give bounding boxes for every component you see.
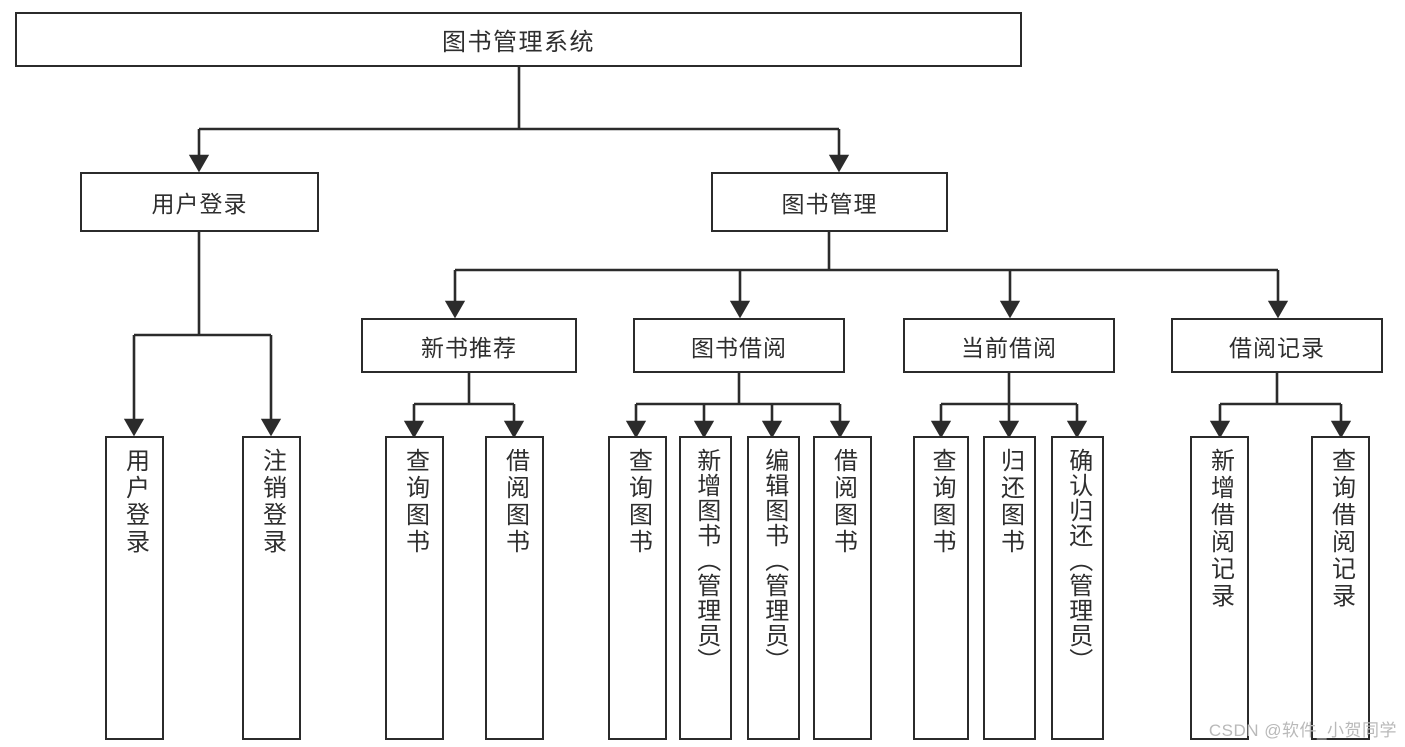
node-book-borrow-label: 图书借阅 bbox=[691, 334, 787, 361]
node-new-book-rec-label: 新书推荐 bbox=[421, 334, 517, 361]
node-leaf-user-logout-label: 注销登录 bbox=[258, 448, 286, 556]
node-leaf-query-book-3[interactable]: 查询图书 bbox=[913, 436, 969, 740]
node-leaf-edit-book[interactable]: 编辑图书（管理员） bbox=[747, 436, 800, 740]
watermark: CSDN @软件_小贺同学 bbox=[1208, 721, 1397, 740]
node-leaf-borrow-book-2-label: 借阅图书 bbox=[829, 448, 857, 556]
node-leaf-query-book-1-label: 查询图书 bbox=[401, 448, 429, 556]
node-leaf-query-book-2-label: 查询图书 bbox=[624, 448, 652, 556]
node-leaf-add-record-label: 新增借阅记录 bbox=[1206, 448, 1234, 610]
node-borrow-record-label: 借阅记录 bbox=[1229, 334, 1325, 361]
node-leaf-user-login[interactable]: 用户登录 bbox=[105, 436, 164, 740]
node-leaf-return-book-label: 归还图书 bbox=[996, 448, 1024, 556]
node-leaf-borrow-book-1[interactable]: 借阅图书 bbox=[485, 436, 544, 740]
node-user-login-label: 用户登录 bbox=[151, 191, 248, 217]
node-leaf-query-book-1[interactable]: 查询图书 bbox=[385, 436, 444, 740]
node-book-manage[interactable]: 图书管理 bbox=[711, 172, 948, 232]
node-leaf-query-book-3-label: 查询图书 bbox=[927, 448, 955, 556]
node-leaf-add-book[interactable]: 新增图书（管理员） bbox=[679, 436, 732, 740]
node-leaf-borrow-book-1-label: 借阅图书 bbox=[501, 448, 529, 556]
node-leaf-edit-book-label: 编辑图书（管理员） bbox=[760, 448, 788, 673]
node-user-login[interactable]: 用户登录 bbox=[80, 172, 319, 232]
node-leaf-confirm-return[interactable]: 确认归还（管理员） bbox=[1051, 436, 1104, 740]
node-leaf-query-record[interactable]: 查询借阅记录 bbox=[1311, 436, 1370, 740]
node-current-borrow-label: 当前借阅 bbox=[961, 334, 1057, 361]
node-book-borrow[interactable]: 图书借阅 bbox=[633, 318, 845, 373]
node-leaf-user-login-label: 用户登录 bbox=[121, 448, 149, 556]
node-leaf-query-book-2[interactable]: 查询图书 bbox=[608, 436, 667, 740]
node-leaf-add-book-label: 新增图书（管理员） bbox=[692, 448, 720, 673]
node-leaf-return-book[interactable]: 归还图书 bbox=[983, 436, 1036, 740]
node-leaf-confirm-return-label: 确认归还（管理员） bbox=[1064, 448, 1092, 673]
node-book-manage-label: 图书管理 bbox=[781, 191, 878, 217]
node-borrow-record[interactable]: 借阅记录 bbox=[1171, 318, 1383, 373]
node-leaf-user-logout[interactable]: 注销登录 bbox=[242, 436, 301, 740]
node-root-label: 图书管理系统 bbox=[442, 29, 595, 56]
node-leaf-add-record[interactable]: 新增借阅记录 bbox=[1190, 436, 1249, 740]
node-current-borrow[interactable]: 当前借阅 bbox=[903, 318, 1115, 373]
node-new-book-rec[interactable]: 新书推荐 bbox=[361, 318, 577, 373]
node-root[interactable]: 图书管理系统 bbox=[15, 12, 1022, 67]
node-leaf-borrow-book-2[interactable]: 借阅图书 bbox=[813, 436, 872, 740]
node-leaf-query-record-label: 查询借阅记录 bbox=[1327, 448, 1355, 610]
